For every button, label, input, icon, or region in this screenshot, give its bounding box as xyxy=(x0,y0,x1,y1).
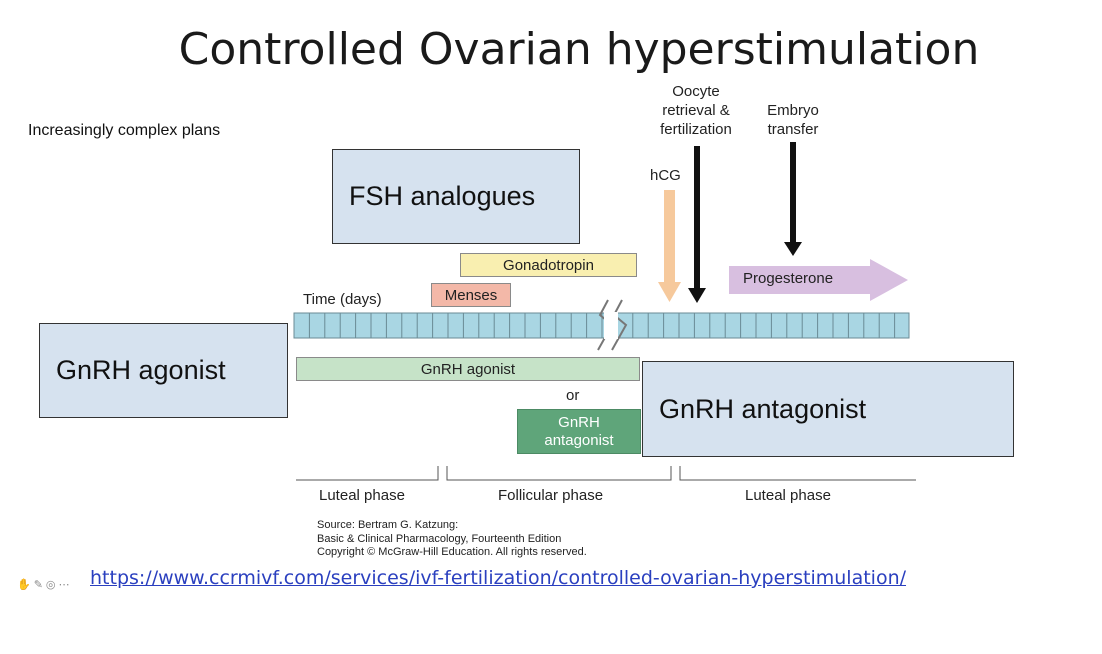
slide-subtitle: Increasingly complex plans xyxy=(28,122,221,139)
luteal-bracket-right xyxy=(679,466,916,481)
break-line-2 xyxy=(611,299,628,351)
embryo-line2: transfer xyxy=(767,121,819,138)
oocyte-arrow-head xyxy=(688,288,706,303)
more-icon[interactable]: ⋯ xyxy=(58,579,70,591)
oocyte-line1: Oocyte xyxy=(672,83,720,100)
pen-icon[interactable]: ✎ xyxy=(33,579,43,591)
phase-luteal-left: Luteal phase xyxy=(319,487,405,504)
gonadotropin-bar: Gonadotropin xyxy=(460,253,637,277)
source-citation: Source: Bertram G. Katzung: Basic & Clin… xyxy=(317,519,587,560)
gnrh-antagonist-line2: antagonist xyxy=(544,431,614,449)
embryo-label: Embryo transfer xyxy=(754,101,832,139)
fsh-analogues-label: FSH analogues xyxy=(349,181,536,211)
phase-luteal-right: Luteal phase xyxy=(745,487,831,504)
oocyte-line2: retrieval & xyxy=(662,102,730,119)
gnrh-agonist-box: GnRH agonist xyxy=(39,323,288,418)
embryo-arrow-shaft xyxy=(790,142,796,242)
break-gap xyxy=(604,312,618,339)
gnrh-agonist-bar: GnRH agonist xyxy=(296,357,640,381)
gnrh-antagonist-bar: GnRH antagonist xyxy=(517,409,641,454)
fsh-analogues-box: FSH analogues xyxy=(332,149,580,244)
time-label: Time (days) xyxy=(303,291,382,308)
source-line-1: Source: Bertram G. Katzung: xyxy=(317,519,459,531)
oocyte-label: Oocyte retrieval & fertilization xyxy=(648,82,744,139)
or-label: or xyxy=(566,387,580,404)
gnrh-agonist-box-label: GnRH agonist xyxy=(56,355,226,385)
gnrh-antagonist-box-label: GnRH antagonist xyxy=(659,393,867,424)
progesterone-label: Progesterone xyxy=(743,270,834,287)
reference-link[interactable]: https://www.ccrmivf.com/services/ivf-fer… xyxy=(90,567,907,589)
slide-toolbar[interactable]: ✋ ✎ ◎ ⋯ xyxy=(17,578,70,591)
hcg-label: hCG xyxy=(650,167,681,184)
follicular-bracket xyxy=(446,466,672,481)
gnrh-antagonist-line1: GnRH xyxy=(558,413,600,431)
hcg-arrow-shaft xyxy=(664,190,675,282)
gnrh-antagonist-box: GnRH antagonist xyxy=(642,361,1014,457)
luteal-bracket-left xyxy=(296,466,439,481)
source-line-3: Copyright © McGraw-Hill Education. All r… xyxy=(317,546,587,558)
zoom-icon[interactable]: ◎ xyxy=(45,579,56,591)
phase-follicular: Follicular phase xyxy=(498,487,604,504)
embryo-line1: Embryo xyxy=(767,102,819,119)
progesterone-arrow xyxy=(729,259,908,301)
oocyte-arrow-shaft xyxy=(694,146,700,288)
source-line-2: Basic & Clinical Pharmacology, Fourteent… xyxy=(317,532,562,545)
gonadotropin-label: Gonadotropin xyxy=(503,256,594,274)
menses-label: Menses xyxy=(444,286,498,304)
pointer-icon[interactable]: ✋ xyxy=(17,579,31,591)
embryo-arrow-head xyxy=(784,242,802,256)
slide-title: Controlled Ovarian hyperstimulation xyxy=(178,24,980,75)
oocyte-line3: fertilization xyxy=(660,121,732,138)
menses-bar: Menses xyxy=(431,283,511,307)
hcg-arrow-head xyxy=(658,282,681,302)
gnrh-agonist-bar-label: GnRH agonist xyxy=(420,360,516,378)
